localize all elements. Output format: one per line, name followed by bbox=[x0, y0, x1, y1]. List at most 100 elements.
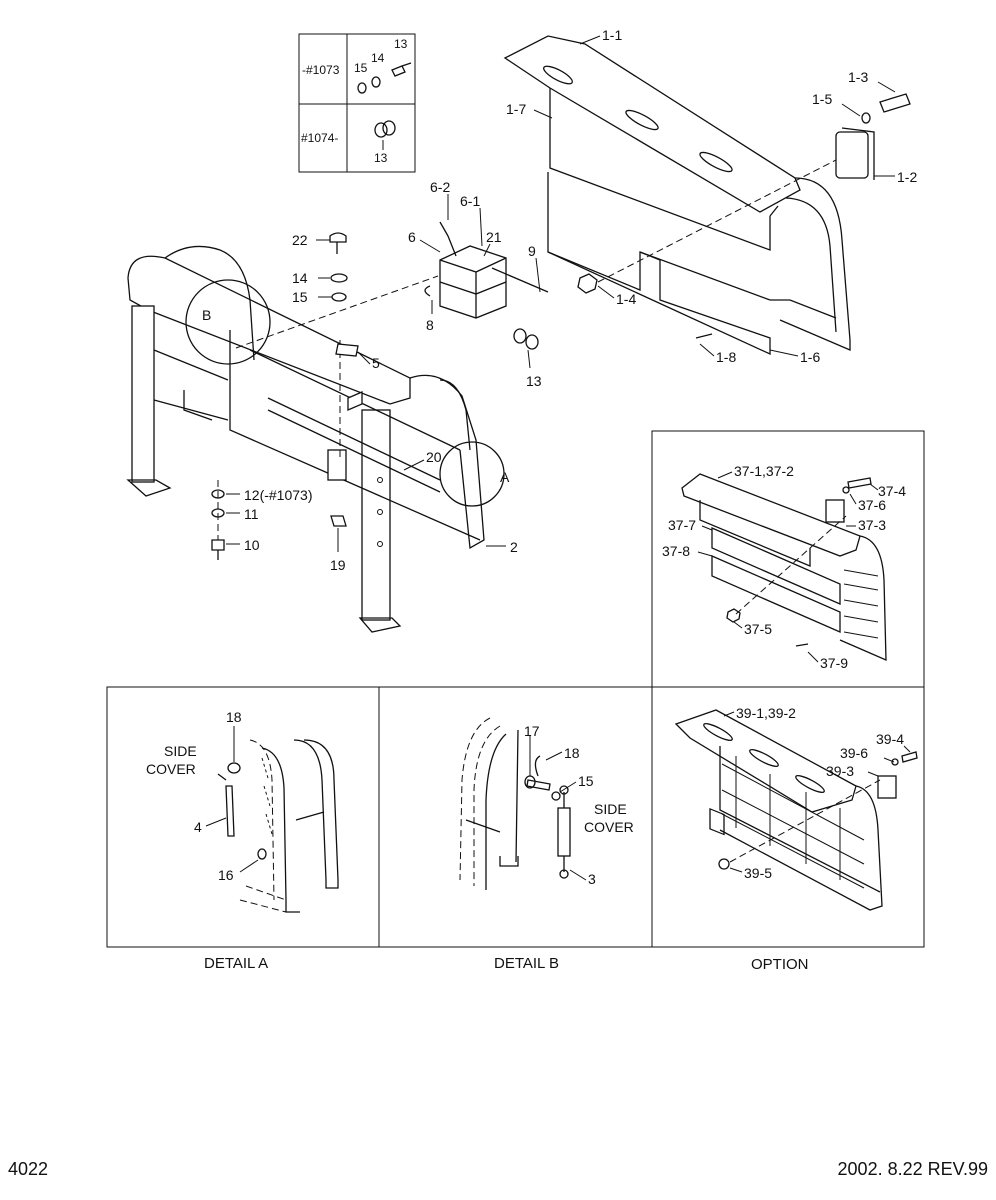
detail-b-caption: DETAIL B bbox=[494, 955, 559, 972]
lock-box-assembly bbox=[424, 221, 549, 350]
rubber-pad-icon bbox=[877, 775, 897, 799]
callout-9: 9 bbox=[528, 243, 536, 259]
nut-icon bbox=[718, 858, 730, 870]
callout-37-7: 37-7 bbox=[668, 517, 696, 533]
detail-a-callout-4: 4 bbox=[194, 819, 202, 835]
nut-19-icon bbox=[330, 515, 347, 527]
detail-a-side-label: SIDE bbox=[164, 743, 197, 759]
callout-21: 21 bbox=[486, 229, 502, 245]
callout-39-1: 39-1,39-2 bbox=[736, 705, 796, 721]
detail-row-frame bbox=[106, 686, 925, 948]
callout-19: 19 bbox=[330, 557, 346, 573]
pin-5-icon bbox=[335, 343, 359, 357]
serial-number-table: -#1073 #1074- 15 14 13 13 bbox=[298, 33, 416, 173]
callout-1-3: 1-3 bbox=[848, 69, 868, 85]
nut-icon bbox=[726, 608, 741, 623]
serial-range-2: #1074- bbox=[301, 131, 338, 145]
rubber-pad-icon bbox=[825, 499, 845, 523]
detail-a: 18 SIDE COVER 4 16 DETAIL A bbox=[146, 709, 339, 972]
grille-slots-icon bbox=[843, 569, 879, 639]
callout-6: 6 bbox=[408, 229, 416, 245]
callout-6-1: 6-1 bbox=[460, 193, 480, 209]
callout-15: 15 bbox=[292, 289, 308, 305]
detail-a-cover-label: COVER bbox=[146, 761, 196, 777]
pin-icon bbox=[526, 779, 551, 791]
detail-b-side-label: SIDE bbox=[594, 801, 627, 817]
top-guard-assembly bbox=[503, 35, 911, 356]
washer-15-icon bbox=[331, 292, 347, 302]
detail-b-callout-17: 17 bbox=[524, 723, 540, 739]
clip-icon bbox=[257, 848, 267, 860]
bolt-set-icon bbox=[374, 120, 396, 150]
callout-37-8: 37-8 bbox=[662, 543, 690, 559]
callout-6-2: 6-2 bbox=[430, 179, 450, 195]
option-39-panel: 39-1,39-2 39-3 39-4 39-5 39-6 OPTION bbox=[674, 705, 918, 973]
callout-1-7: 1-7 bbox=[506, 101, 526, 117]
latch-bracket-icon bbox=[327, 449, 347, 481]
callout-37-4: 37-4 bbox=[878, 483, 906, 499]
callout-39-5: 39-5 bbox=[744, 865, 772, 881]
detail-b: 17 18 15 SIDE COVER 3 DETAIL B bbox=[459, 717, 634, 972]
detail-b-letter: B bbox=[202, 307, 211, 323]
callout-37-3: 37-3 bbox=[858, 517, 886, 533]
callout-39-6: 39-6 bbox=[840, 745, 868, 761]
callout-10: 10 bbox=[244, 537, 260, 553]
detail-a-callout-16: 16 bbox=[218, 867, 234, 883]
bolt-icon bbox=[847, 477, 872, 489]
detail-a-marker bbox=[439, 441, 505, 507]
screw-icon bbox=[695, 333, 713, 339]
callout-39-4: 39-4 bbox=[876, 731, 904, 747]
callout-1-4: 1-4 bbox=[616, 291, 636, 307]
detail-b-marker bbox=[185, 279, 271, 365]
callout-37-6: 37-6 bbox=[858, 497, 886, 513]
serial-part-13b: 13 bbox=[374, 151, 388, 165]
nut-icon bbox=[577, 273, 598, 294]
gas-spring-icon bbox=[557, 807, 571, 857]
callout-8: 8 bbox=[426, 317, 434, 333]
serial-part-13: 13 bbox=[394, 37, 408, 51]
latch-rod-icon bbox=[225, 785, 235, 837]
callout-5: 5 bbox=[372, 355, 380, 371]
washer-icon bbox=[357, 62, 412, 94]
callout-22: 22 bbox=[292, 232, 308, 248]
revision-date: 2002. 8.22 REV.99 bbox=[837, 1159, 988, 1179]
callout-12: 12(-#1073) bbox=[244, 487, 313, 503]
serial-part-15: 15 bbox=[354, 61, 368, 75]
callout-1-2: 1-2 bbox=[897, 169, 917, 185]
callout-11: 11 bbox=[244, 506, 259, 522]
bolt-icon bbox=[879, 93, 911, 113]
main-guard-frame bbox=[126, 245, 505, 633]
pin-icon bbox=[227, 762, 241, 774]
mount-hardware bbox=[211, 232, 363, 560]
rubber-stopper-icon bbox=[835, 131, 869, 179]
callout-13: 13 bbox=[526, 373, 542, 389]
screw-icon bbox=[795, 643, 809, 647]
main-callouts: 1-1 1-2 1-3 1-4 1-5 1-6 1-7 1-8 2 5 6 6-… bbox=[202, 27, 917, 573]
detail-b-cover-label: COVER bbox=[584, 819, 634, 835]
washer-icon bbox=[861, 112, 871, 124]
washer-14-icon bbox=[330, 273, 348, 283]
callout-1-8: 1-8 bbox=[716, 349, 736, 365]
callout-39-3: 39-3 bbox=[826, 763, 854, 779]
option-37-panel: 37-1,37-2 37-3 37-4 37-5 37-6 37-7 37-8 … bbox=[651, 430, 925, 836]
callout-1-6: 1-6 bbox=[800, 349, 820, 365]
page-number: 4022 bbox=[8, 1159, 49, 1179]
callout-37-1: 37-1,37-2 bbox=[734, 463, 794, 479]
callout-14: 14 bbox=[292, 270, 308, 286]
callout-20: 20 bbox=[426, 449, 442, 465]
callout-2: 2 bbox=[510, 539, 518, 555]
bolt-10-icon bbox=[211, 539, 225, 560]
detail-a-caption: DETAIL A bbox=[204, 955, 268, 972]
callout-37-5: 37-5 bbox=[744, 621, 772, 637]
washer-icon bbox=[551, 791, 561, 801]
detail-b-callout-15: 15 bbox=[578, 773, 594, 789]
bolt-icon bbox=[901, 751, 918, 763]
fastener-13-icon bbox=[513, 328, 539, 350]
callout-37-9: 37-9 bbox=[820, 655, 848, 671]
detail-b-callout-18: 18 bbox=[564, 745, 580, 761]
detail-b-callout-3: 3 bbox=[588, 871, 596, 887]
detail-a-callout-18: 18 bbox=[226, 709, 242, 725]
bolt-22-icon bbox=[329, 232, 347, 254]
callout-1-1: 1-1 bbox=[602, 27, 622, 43]
